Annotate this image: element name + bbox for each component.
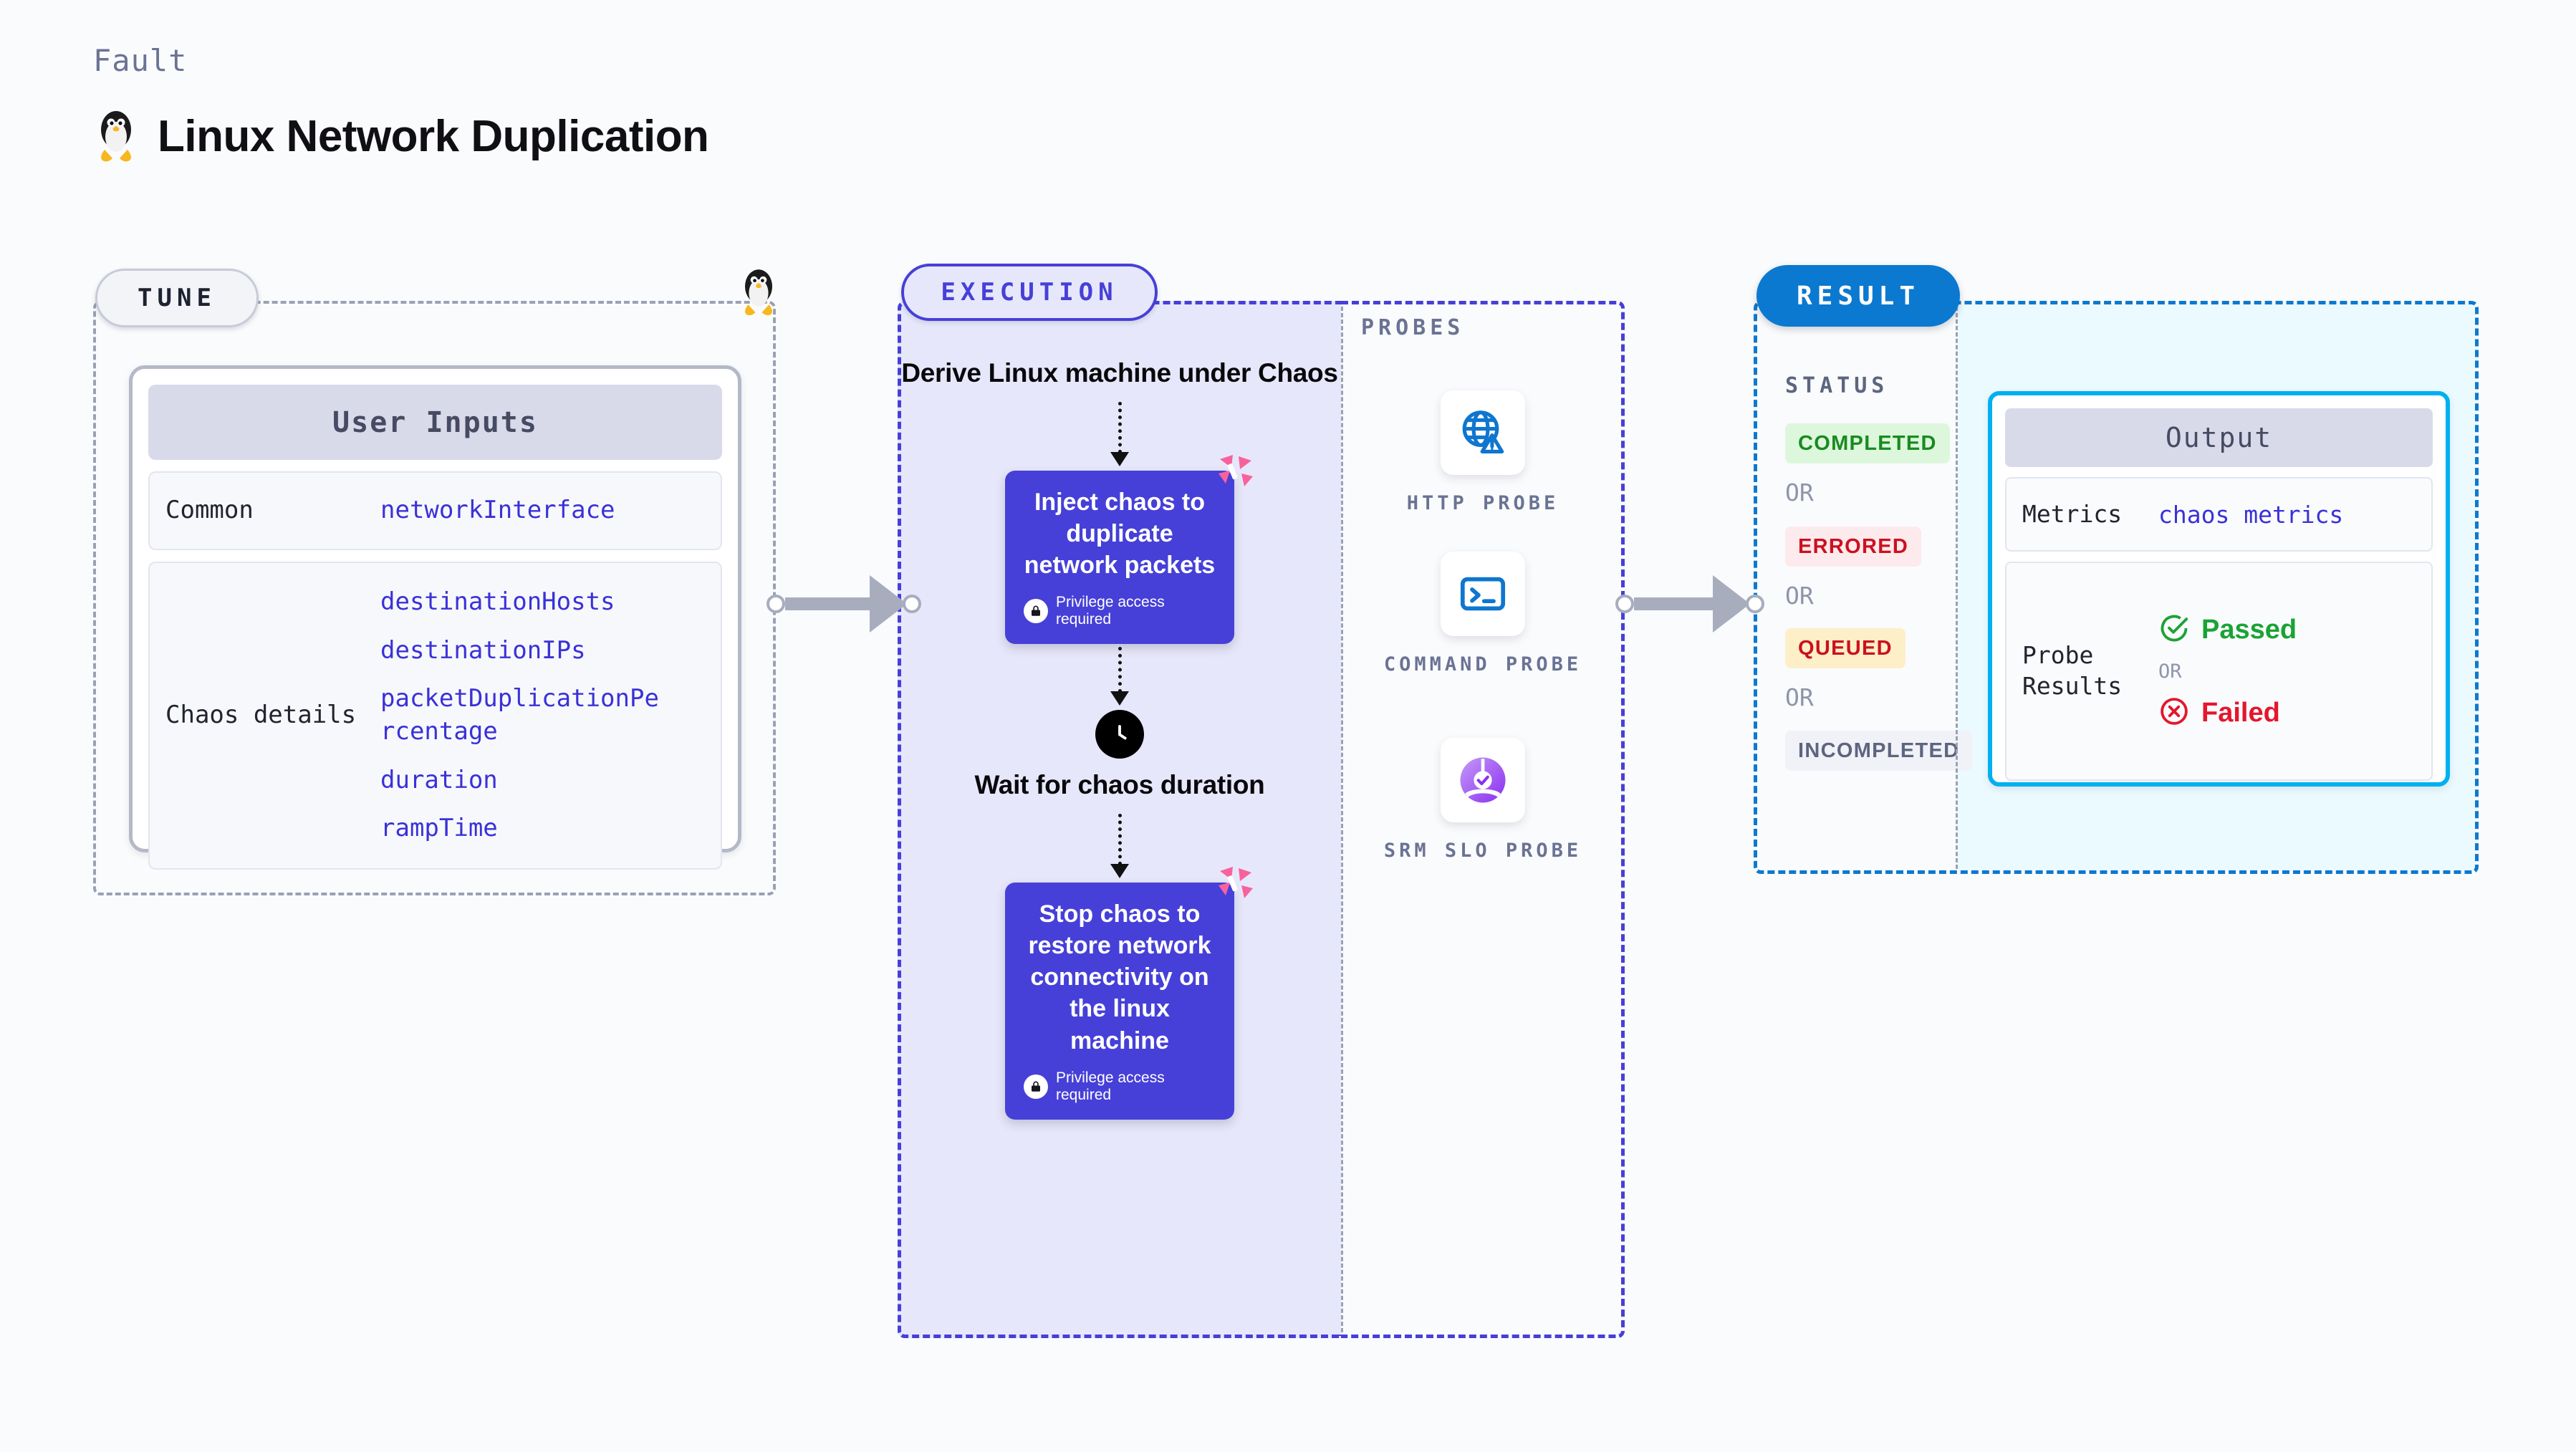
page-header: Fault Linux Network Duplication xyxy=(93,43,709,164)
row-values: networkInterface xyxy=(380,494,667,527)
clock-icon xyxy=(1095,710,1144,759)
row-key: Probe Results xyxy=(2022,641,2123,700)
user-inputs-title: User Inputs xyxy=(148,385,722,460)
flow-step-inject-card[interactable]: Inject chaos to duplicate network packet… xyxy=(1005,454,1253,645)
status-badge-completed: COMPLETED xyxy=(1785,423,1950,463)
connector-probes-to-result xyxy=(1615,575,1764,633)
user-input-row-chaos-details: Chaos details destinationHosts destinati… xyxy=(148,562,722,870)
input-param[interactable]: destinationHosts xyxy=(380,587,615,617)
page-title-row: Linux Network Duplication xyxy=(93,108,709,164)
or-separator: OR xyxy=(1785,582,1814,610)
user-input-row-common: Common networkInterface xyxy=(148,471,722,550)
output-card-title: Output xyxy=(2005,408,2433,467)
status-badge-queued: QUEUED xyxy=(1785,628,1905,668)
probe-results-list: Passed OR Failed xyxy=(2158,612,2297,731)
status-badge-errored: ERRORED xyxy=(1785,527,1922,567)
execution-flow: Derive Linux machine under Chaos Inject … xyxy=(898,301,1342,1120)
connector-arrowhead xyxy=(1713,575,1750,633)
or-separator: OR xyxy=(2158,660,2182,683)
chaos-metrics-link[interactable]: chaos metrics xyxy=(2158,500,2344,529)
input-param[interactable]: networkInterface xyxy=(380,496,615,525)
or-separator: OR xyxy=(1785,683,1814,711)
flow-step-wait-label: Wait for chaos duration xyxy=(974,770,1265,800)
probe-label: HTTP PROBE xyxy=(1406,492,1559,514)
flow-step-derive-label: Derive Linux machine under Chaos xyxy=(901,358,1338,388)
input-param[interactable]: destinationIPs xyxy=(380,635,586,665)
harness-logo-icon xyxy=(1216,864,1254,906)
check-circle-icon xyxy=(2158,612,2190,648)
failed-label: Failed xyxy=(2201,697,2280,728)
flow-arrow xyxy=(1110,401,1129,466)
harness-logo-icon xyxy=(1216,452,1254,494)
output-row-metrics: Metrics chaos metrics xyxy=(2005,477,2433,552)
input-param[interactable]: packetDuplicationPercentage xyxy=(380,684,659,746)
status-badge-incompleted: INCOMPLETED xyxy=(1785,731,1973,771)
tune-pill-label: TUNE xyxy=(95,269,259,327)
result-pill-label: RESULT xyxy=(1756,265,1960,327)
output-row-probe-results: Probe Results Passed OR xyxy=(2005,562,2433,781)
lock-icon xyxy=(1024,599,1048,624)
privilege-note: Privilege access required xyxy=(1024,1069,1216,1104)
privilege-note-text: Privilege access required xyxy=(1056,1069,1165,1103)
connector-dot xyxy=(903,595,921,613)
flow-step-stop-card[interactable]: Stop chaos to restore network connectivi… xyxy=(1005,866,1253,1120)
connector-bar xyxy=(785,597,870,610)
connector-bar xyxy=(1634,597,1713,610)
or-separator: OR xyxy=(1785,479,1814,506)
fault-eyebrow-label: Fault xyxy=(93,43,188,78)
probe-item-srm-slo[interactable]: SRM SLO PROBE xyxy=(1341,738,1625,865)
row-values: destinationHosts destinationIPs packetDu… xyxy=(380,586,667,845)
output-card: Output Metrics chaos metrics Probe Resul… xyxy=(1988,391,2450,787)
connector-dot xyxy=(1746,595,1764,613)
globe-warning-icon xyxy=(1441,390,1525,475)
flow-arrow xyxy=(1110,813,1129,878)
row-key: Common xyxy=(165,496,254,525)
probe-result-failed: Failed xyxy=(2158,696,2297,731)
result-output-divider xyxy=(1956,307,1958,869)
connector-arrowhead xyxy=(870,575,907,633)
row-key: Chaos details xyxy=(165,701,357,730)
probe-result-passed: Passed xyxy=(2158,612,2297,648)
tune-linux-tux-icon xyxy=(738,266,779,322)
passed-label: Passed xyxy=(2201,614,2297,645)
status-section-label: STATUS xyxy=(1785,373,1889,398)
connector-dot xyxy=(1615,595,1634,613)
probe-item-http[interactable]: HTTP PROBE xyxy=(1341,390,1625,517)
result-region xyxy=(1754,301,2479,874)
input-param[interactable]: duration xyxy=(380,765,498,794)
slo-check-icon xyxy=(1441,738,1525,822)
lock-icon xyxy=(1024,1074,1048,1099)
terminal-icon xyxy=(1441,552,1525,636)
probes-section-label: PROBES xyxy=(1361,315,1465,340)
card-label: Inject chaos to duplicate network packet… xyxy=(1024,488,1216,579)
x-circle-icon xyxy=(2158,696,2190,731)
connector-dot xyxy=(766,595,785,613)
user-inputs-card: User Inputs Common networkInterface Chao… xyxy=(129,365,741,870)
execution-probes-divider xyxy=(1341,307,1343,1332)
privilege-note: Privilege access required xyxy=(1024,594,1216,628)
row-key: Metrics xyxy=(2022,499,2123,528)
execution-pill-label: EXECUTION xyxy=(901,264,1158,321)
probe-item-command[interactable]: COMMAND PROBE xyxy=(1341,552,1625,678)
linux-tux-icon xyxy=(93,108,139,164)
input-param[interactable]: rampTime xyxy=(380,814,498,843)
flow-arrow xyxy=(1110,647,1129,706)
connector-tune-to-execution xyxy=(766,575,921,633)
card-label: Stop chaos to restore network connectivi… xyxy=(1028,900,1211,1054)
page-title: Linux Network Duplication xyxy=(158,111,709,161)
probe-label: COMMAND PROBE xyxy=(1383,653,1582,675)
probe-label: SRM SLO PROBE xyxy=(1383,840,1582,862)
privilege-note-text: Privilege access required xyxy=(1056,594,1165,628)
